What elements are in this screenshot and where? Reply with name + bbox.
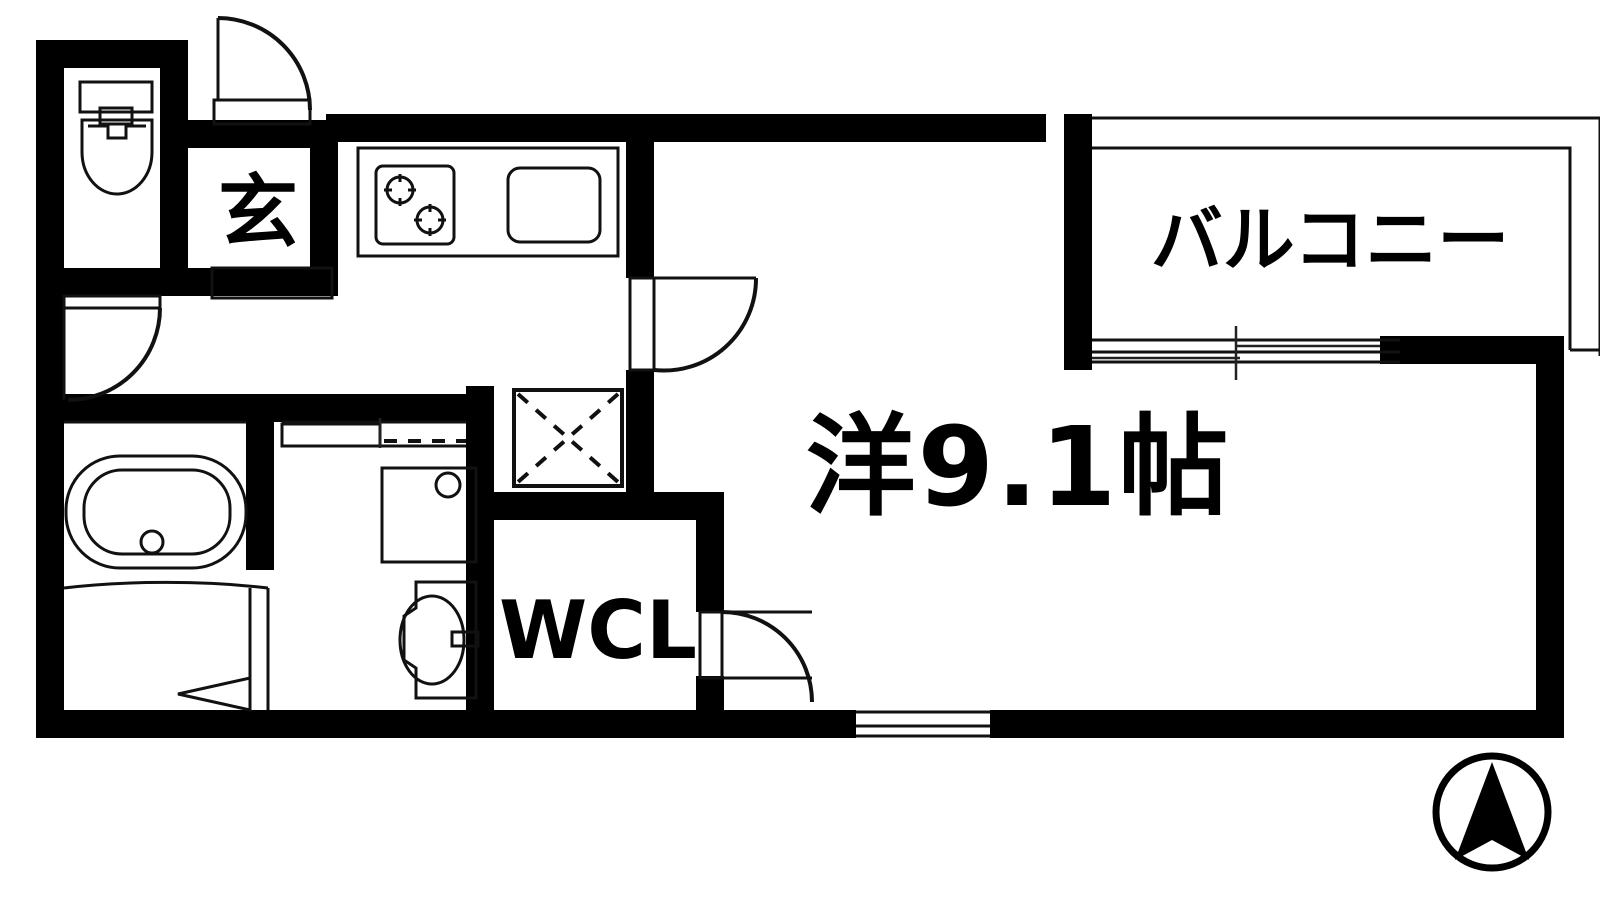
genkan-step (210, 266, 334, 300)
wall-toilet-right (160, 40, 188, 296)
wall-wcl-right-upper (696, 492, 724, 612)
vanity-faucet (450, 630, 480, 648)
gas-burner-1-grate (384, 174, 416, 206)
bathtub-outer (64, 454, 248, 570)
bathtub-inner (82, 468, 232, 556)
washing-machine-pan-icon (380, 466, 478, 564)
wall-hall-kitchen-top (326, 114, 1046, 142)
bathtub-drain (139, 529, 165, 555)
storage-closet (512, 388, 624, 488)
wcl-label: WCL (499, 584, 697, 677)
vanity-unit (402, 580, 478, 700)
kitchen-area (356, 146, 620, 258)
entrance-label: 玄 (218, 166, 298, 259)
wall-outer-bottom-left (36, 710, 496, 738)
wall-main-bottom-right (990, 710, 1564, 738)
bath-floor-curve (63, 580, 269, 590)
entrance-door-swing-arc (217, 16, 312, 111)
toilet-tank-neck (98, 106, 134, 126)
hall-door-swing-arc (653, 277, 759, 373)
main-room-label: 洋9.1帖 (806, 403, 1231, 531)
kitchen-counter (356, 146, 620, 258)
wall-toilet-bottom (36, 268, 188, 296)
toilet-room (62, 80, 162, 402)
wall-outer-left-lower (36, 422, 64, 738)
wall-balcony-left (1064, 114, 1092, 370)
wcl-door-swing-arc (721, 610, 814, 703)
bathroom-area (63, 420, 270, 712)
wall-outer-right (1536, 336, 1564, 738)
wall-wcl-top (494, 492, 724, 520)
wall-kitchen-right-lower (626, 370, 654, 492)
wall-kitchen-right-upper (626, 114, 654, 278)
toilet-door-leaf (62, 294, 162, 310)
balcony-area: バルコニー (1092, 116, 1600, 380)
wall-wcl-bottom (494, 710, 724, 738)
kitchen-sink-icon (506, 166, 602, 244)
bath-folding-door (177, 676, 252, 712)
wall-main-bottom-left (724, 710, 856, 738)
toilet-seat-detail (88, 124, 146, 140)
washroom-sliding-panel (280, 422, 382, 448)
north-compass (1432, 752, 1552, 872)
storage-x-line-2 (516, 392, 620, 484)
wall-wcl-left (466, 492, 494, 738)
storage-x-line-1 (516, 392, 620, 484)
washer-drain (434, 471, 462, 499)
balcony-label: バルコニー (1151, 198, 1510, 282)
entrance-area: 玄 (210, 16, 334, 300)
toilet-bowl-icon (80, 118, 154, 196)
wcl-area: WCL (499, 584, 814, 703)
balcony-inner-edge (1092, 146, 1572, 350)
entrance-door-leaf (212, 98, 312, 126)
toilet-door-swing-arc (67, 307, 162, 402)
wall-bath-right (246, 394, 274, 570)
wcl-door-panel (698, 610, 724, 680)
storage-outline (512, 388, 624, 488)
hall-door-panel (628, 276, 656, 372)
gas-burner-2-grate (414, 204, 446, 236)
compass-needle-north (1455, 762, 1529, 860)
walls-layer (36, 40, 1564, 738)
vanity-sink-icon (398, 594, 466, 686)
wall-balcony-bottom-right (1380, 336, 1564, 364)
toilet-tank (78, 80, 154, 114)
wall-washroom-top-right (264, 394, 494, 422)
hall-main-door (628, 276, 759, 373)
washroom-area (280, 418, 480, 700)
main-room-area: 洋9.1帖 (806, 403, 1231, 738)
gas-stove-icon (374, 164, 456, 246)
wall-outer-left-upper (36, 40, 64, 422)
